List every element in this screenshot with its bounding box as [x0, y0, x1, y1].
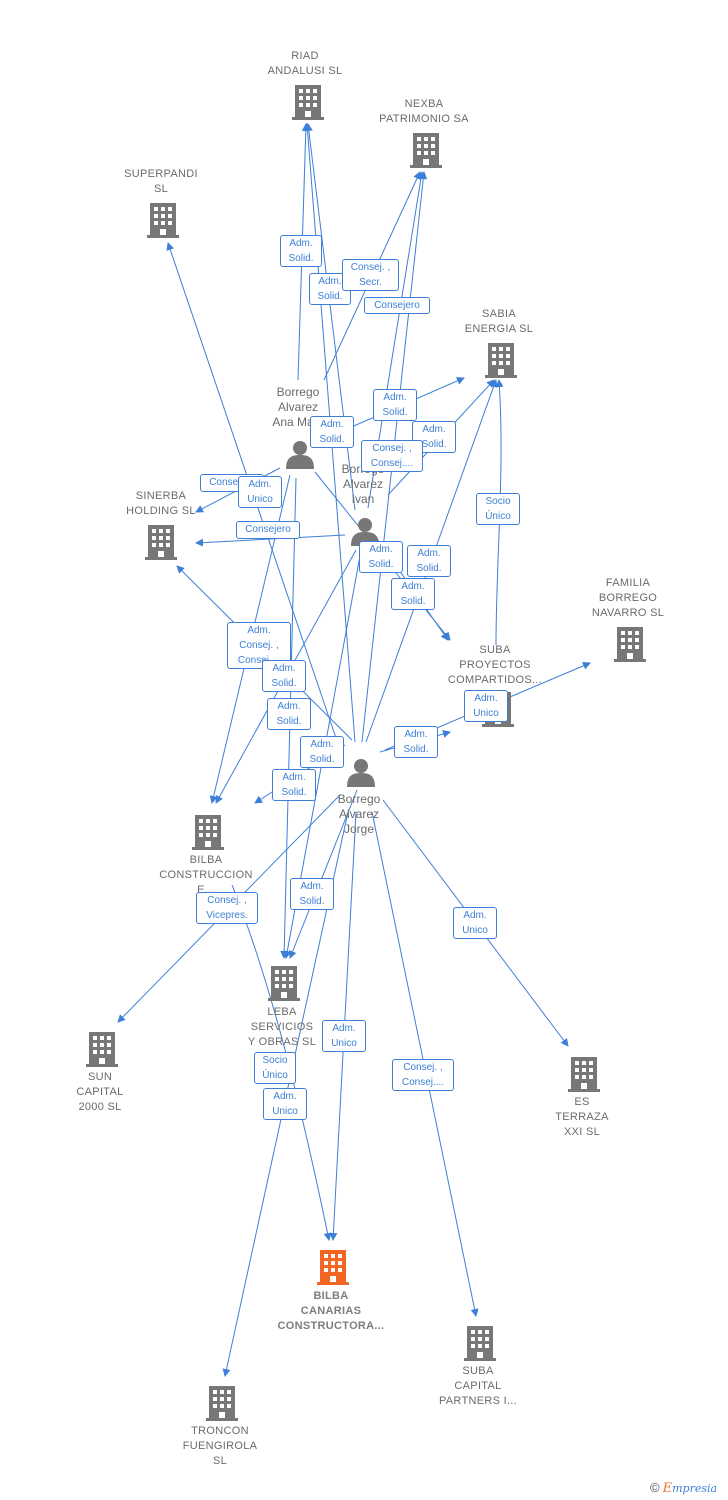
edge-label: Adm. Unico [238, 476, 282, 508]
company-sinerba-label[interactable]: SINERBA HOLDING SL [126, 490, 196, 517]
edge-label: Socio Único [254, 1052, 296, 1084]
building-icon [317, 1250, 349, 1285]
empresia-brand[interactable]: ©Empresia [650, 1480, 717, 1496]
edge-label: Consej. , Secr. [342, 259, 399, 291]
building-icon [268, 966, 300, 1001]
company-bilba-canarias-label[interactable]: BILBA CANARIAS CONSTRUCTORA... [277, 1290, 385, 1332]
edge-label: Consejero [236, 521, 300, 539]
edge-label: Adm. Unico [453, 907, 497, 939]
edge-ivan-riad [304, 123, 356, 511]
company-troncon-label[interactable]: TRONCON FUENGIROLA SL [182, 1425, 258, 1467]
building-icon [145, 525, 177, 560]
edge-leba-bilba-can [231, 884, 332, 1241]
edge-label: Adm. Solid. [394, 726, 438, 758]
edge-ivan-sinerba [195, 534, 346, 547]
building-icon [568, 1057, 600, 1092]
building-icon [147, 203, 179, 238]
building-icon [464, 1326, 496, 1361]
company-superpandi-label[interactable]: SUPERPANDI SL [124, 168, 198, 195]
edge-label: Adm. Unico [263, 1088, 307, 1120]
company-nexba-label[interactable]: NEXBA PATRIMONIO SA [379, 98, 469, 125]
company-riad-label[interactable]: RIAD ANDALUSI SL [267, 50, 343, 77]
company-es-terraza-label[interactable]: ES TERRAZA XXI SL [555, 1096, 609, 1138]
copyright-symbol: © [650, 1480, 660, 1495]
building-icon [86, 1032, 118, 1067]
company-sabia-label[interactable]: SABIA ENERGIA SL [464, 308, 534, 335]
company-familia-label[interactable]: FAMILIA BORREGO NAVARRO SL [591, 577, 665, 619]
edge-jorge-leba [288, 789, 358, 959]
building-icon [485, 343, 517, 378]
edge-label: Adm. Solid. [391, 578, 435, 610]
edge-label: Consej. , Consej.... [361, 440, 423, 472]
brand-initial: E [662, 1481, 673, 1496]
building-icon [206, 1386, 238, 1421]
edge-label: Consej. , Consej.... [392, 1059, 454, 1091]
edge-label: Adm. Solid. [359, 541, 403, 573]
company-suba-proy-label[interactable]: SUBA PROYECTOS COMPARTIDOS... [447, 644, 543, 686]
edge-label: Adm. Solid. [300, 736, 344, 768]
building-icon [614, 627, 646, 662]
edge-label: Socio Único [476, 493, 520, 525]
edge-label: Adm. Unico [322, 1020, 366, 1052]
company-sun-label[interactable]: SUN CAPITAL 2000 SL [76, 1071, 124, 1113]
building-icon [192, 815, 224, 850]
person-jorge-label[interactable]: Borrego Alvarez Jorge [337, 792, 381, 836]
edge-label: Consej. , Vicepres. [196, 892, 258, 924]
edge-label: Adm. Unico [464, 690, 508, 722]
person-icon [347, 759, 375, 787]
edge-label: Adm. Solid. [280, 235, 322, 267]
edge-label: Adm. Solid. [290, 878, 334, 910]
edge-label: Adm. Solid. [310, 416, 354, 448]
edge-label: Adm. Solid. [373, 389, 417, 421]
company-leba-label[interactable]: LEBA SERVICIOS Y OBRAS SL [247, 1006, 317, 1048]
company-suba-cap-label[interactable]: SUBA CAPITAL PARTNERS I... [438, 1365, 518, 1407]
edge-label: Adm. Solid. [407, 545, 451, 577]
edge-label: Consejero [364, 297, 430, 314]
brand-name: mpresia [672, 1482, 718, 1495]
building-icon [410, 133, 442, 168]
edge-label: Adm. Solid. [262, 660, 306, 692]
building-icon [292, 85, 324, 120]
edge-label: Adm. Solid. [272, 769, 316, 801]
edge-label: Adm. Solid. [267, 698, 311, 730]
